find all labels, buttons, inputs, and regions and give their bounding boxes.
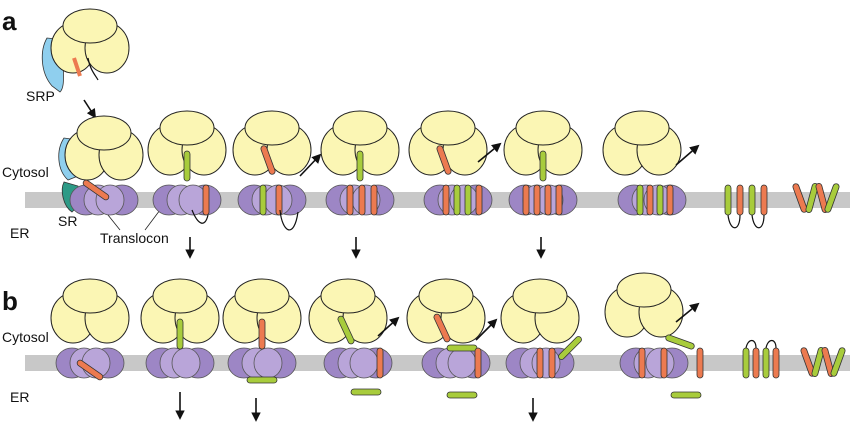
step-b3 bbox=[222, 278, 302, 384]
er-label-b: ER bbox=[10, 389, 29, 405]
arrow-up-a5 bbox=[477, 142, 502, 163]
arrow-up-b7 bbox=[675, 302, 700, 323]
step-b4 bbox=[308, 278, 393, 396]
step-a3 bbox=[232, 110, 312, 231]
cytosol-label-a: Cytosol bbox=[2, 164, 49, 180]
arrow-up-b5 bbox=[475, 318, 498, 341]
sr-label: SR bbox=[58, 213, 77, 229]
step-b7 bbox=[604, 272, 704, 399]
arrow-up-a3 bbox=[299, 153, 322, 177]
translocon-label: Translocon bbox=[100, 230, 169, 246]
step-b6 bbox=[500, 278, 584, 379]
step-a2 bbox=[147, 110, 227, 224]
panel-label-b: b bbox=[2, 286, 18, 316]
cytosol-label-b: Cytosol bbox=[2, 329, 49, 345]
arrow-down-srp bbox=[83, 99, 97, 119]
step-b1 bbox=[50, 278, 130, 382]
arrow-up-a7 bbox=[675, 144, 700, 166]
protein-released-a bbox=[724, 184, 768, 229]
step-a4 bbox=[320, 110, 400, 216]
srp-label: SRP bbox=[26, 88, 55, 104]
er-label-a: ER bbox=[10, 225, 29, 241]
translocon-icon bbox=[69, 184, 139, 216]
step-b2 bbox=[140, 278, 220, 379]
step-a6 bbox=[503, 110, 583, 216]
arrow-up-b4 bbox=[377, 316, 400, 337]
ribosome-icon bbox=[64, 115, 144, 181]
protein-released-b bbox=[742, 339, 780, 379]
panel-label-a: a bbox=[2, 6, 17, 36]
ribosome-icon bbox=[50, 8, 130, 74]
step-a1 bbox=[58, 115, 144, 216]
srp-ribosome-complex bbox=[41, 8, 130, 93]
